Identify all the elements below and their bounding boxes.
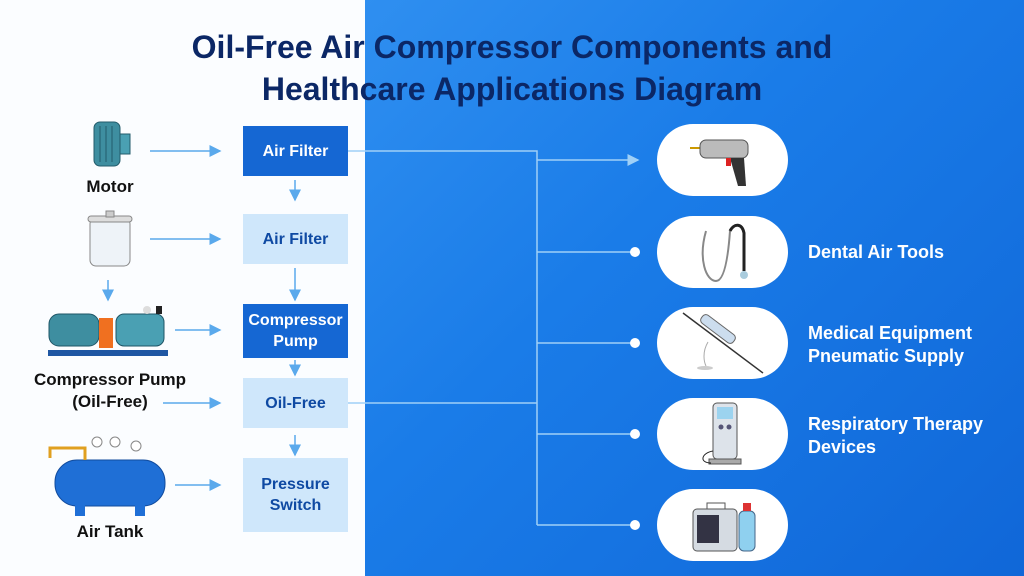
diagram-title: Oil-Free Air Compressor Components and H… bbox=[0, 26, 1024, 110]
app-pill-stethoscope bbox=[657, 216, 788, 288]
app-line-2: Devices bbox=[808, 437, 877, 457]
applications-panel bbox=[365, 0, 1024, 576]
box-line-1: Compressor bbox=[248, 312, 343, 329]
respiratory-device-icon bbox=[702, 402, 741, 465]
component-label-air-tank: Air Tank bbox=[76, 522, 144, 541]
app-pill-dental-drill bbox=[657, 124, 788, 196]
box-line-2: Switch bbox=[269, 497, 322, 514]
dental-drill-icon bbox=[689, 139, 748, 186]
app-line-2: Pneumatic Supply bbox=[808, 346, 965, 366]
motor-icon bbox=[93, 121, 131, 167]
box-line-2: Pump bbox=[273, 333, 318, 350]
label-line-2: (Oil-Free) bbox=[72, 392, 148, 411]
air-tank-icon bbox=[48, 436, 166, 516]
app-line-1: Medical Equipment bbox=[808, 323, 973, 343]
component-label-motor: Motor bbox=[86, 177, 134, 196]
label-line-1: Compressor Pump bbox=[33, 370, 187, 389]
filter-canister-icon bbox=[87, 210, 133, 267]
flow-oil-free: Oil-Free bbox=[243, 378, 348, 428]
app-line-1: Respiratory Therapy bbox=[808, 414, 984, 434]
flow-air-filter-1: Air Filter bbox=[243, 126, 348, 176]
app-pill-handpiece bbox=[657, 307, 788, 379]
app-label-dental-air-tools: Dental Air Tools bbox=[808, 242, 945, 262]
component-label-compressor-pump: Compressor Pump (Oil-Free) bbox=[10, 369, 210, 413]
app-pill-respiratory-device bbox=[657, 398, 788, 470]
title-line-2: Healthcare Applications Diagram bbox=[261, 71, 763, 107]
stethoscope-icon bbox=[701, 223, 748, 283]
handpiece-icon bbox=[682, 312, 763, 374]
medical-monitor-oxygen-icon bbox=[692, 502, 755, 552]
flow-air-filter-2: Air Filter bbox=[243, 214, 348, 264]
compressor-pump-icon bbox=[48, 306, 168, 356]
app-pill-medical-monitor bbox=[657, 489, 788, 561]
box-line-1: Pressure bbox=[261, 476, 330, 493]
title-line-1: Oil-Free Air Compressor Components and bbox=[191, 29, 833, 65]
